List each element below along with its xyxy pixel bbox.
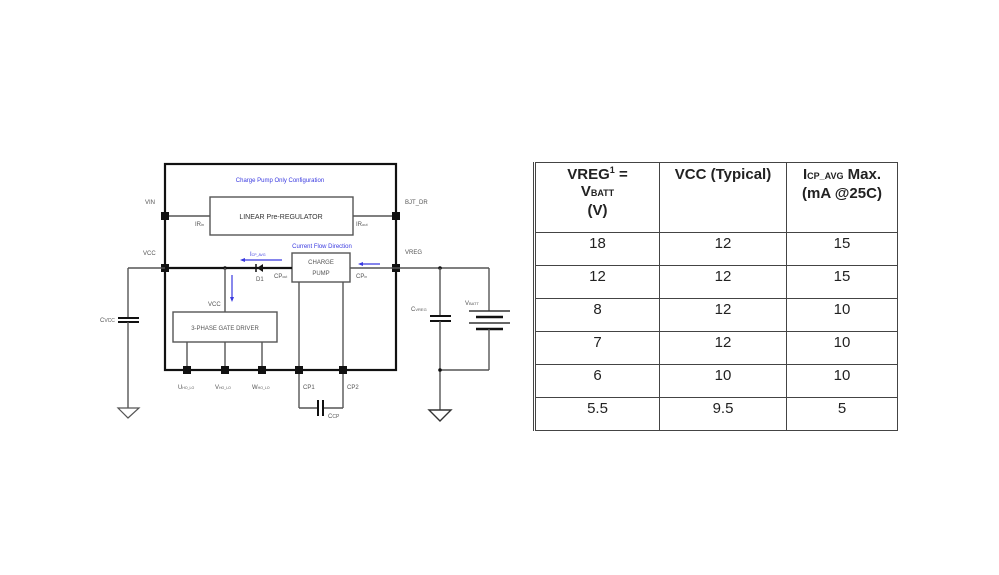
gate-driver-block xyxy=(172,311,278,343)
cell-vreg: 5.5 xyxy=(534,397,660,431)
cell-vreg: 6 xyxy=(534,364,660,398)
pin-cp1 xyxy=(295,366,303,374)
current-flow-label: Current Flow Direction xyxy=(292,244,352,250)
gate-driver-label: 3-PHASE GATE DRIVER xyxy=(191,326,259,332)
pin-cp2 xyxy=(339,366,347,374)
driver-vcc-label: VCC xyxy=(208,302,221,308)
charge-pump-block xyxy=(291,252,351,283)
pin-v xyxy=(221,366,229,374)
icp-label: ICP_AVG xyxy=(250,252,266,258)
pin-vin xyxy=(161,212,169,220)
cell-icp: 15 xyxy=(786,265,898,299)
cell-icp: 10 xyxy=(786,298,898,332)
pin-cp-in: CPin xyxy=(356,274,367,280)
vcc-down-arrow-head xyxy=(230,297,234,302)
cell-vcc: 9.5 xyxy=(659,397,787,431)
cell-vreg: 12 xyxy=(534,265,660,299)
pin-vcc-label: VCC xyxy=(143,251,156,257)
header-vreg: VREG1 = VBATT (V) xyxy=(534,162,660,233)
linear-regulator-label: LINEAR Pre-REGULATOR xyxy=(239,214,322,221)
pin-ir-in: IRin xyxy=(195,222,204,228)
header-vcc: VCC (Typical) xyxy=(659,162,787,233)
diode-d1-icon xyxy=(257,264,263,272)
diode-d1-label: D1 xyxy=(256,277,264,283)
pin-w xyxy=(258,366,266,374)
pin-v-label: VHO_LO xyxy=(215,385,231,391)
cvreg-label: CVREG xyxy=(411,307,427,313)
cell-icp: 10 xyxy=(786,331,898,365)
pin-vin-label: VIN xyxy=(145,200,155,206)
ground-icon-2 xyxy=(427,409,453,422)
flow-arrow-right-head xyxy=(358,262,363,266)
cell-vreg: 8 xyxy=(534,298,660,332)
table-header-row: VREG1 = VBATT (V) VCC (Typical) ICP_AVG … xyxy=(534,162,898,233)
config-title: Charge Pump Only Configuration xyxy=(236,178,324,184)
icp-arrow-head xyxy=(240,258,245,262)
cell-icp: 15 xyxy=(786,232,898,266)
cell-vcc: 12 xyxy=(659,265,787,299)
header-icp: ICP_AVG Max. (mA @25C) xyxy=(786,162,898,233)
pin-u-label: UHO_LO xyxy=(178,385,194,391)
pin-cp2-label: CP2 xyxy=(347,385,359,391)
charge-pump-spec-table: VREG1 = VBATT (V) VCC (Typical) ICP_AVG … xyxy=(533,162,898,431)
cell-icp: 5 xyxy=(786,397,898,431)
cvcc-label: CVCC xyxy=(100,318,115,324)
charge-pump-label-1: CHARGE xyxy=(308,260,334,266)
cell-vcc: 12 xyxy=(659,232,787,266)
pin-cp-out: CPout xyxy=(274,274,287,280)
pin-bjt-label: BJT_DR xyxy=(405,200,428,206)
cell-vcc: 12 xyxy=(659,298,787,332)
pin-bjt-dr xyxy=(392,212,400,220)
vbatt-label: VBATT xyxy=(465,301,479,307)
charge-pump-label-2: PUMP xyxy=(312,271,329,277)
ccp-label: CCP xyxy=(328,414,340,420)
cell-vreg: 7 xyxy=(534,331,660,365)
pin-w-label: WHO_LO xyxy=(252,385,270,391)
pin-cp1-label: CP1 xyxy=(303,385,315,391)
junction-gnd xyxy=(438,368,442,372)
cell-vcc: 10 xyxy=(659,364,787,398)
cell-icp: 10 xyxy=(786,364,898,398)
pin-vreg-label: VREG xyxy=(405,250,422,256)
pin-u xyxy=(183,366,191,374)
cell-vreg: 18 xyxy=(534,232,660,266)
cell-vcc: 12 xyxy=(659,331,787,365)
pin-ir-out: IRout xyxy=(356,222,368,228)
ground-icon-1 xyxy=(116,407,141,419)
